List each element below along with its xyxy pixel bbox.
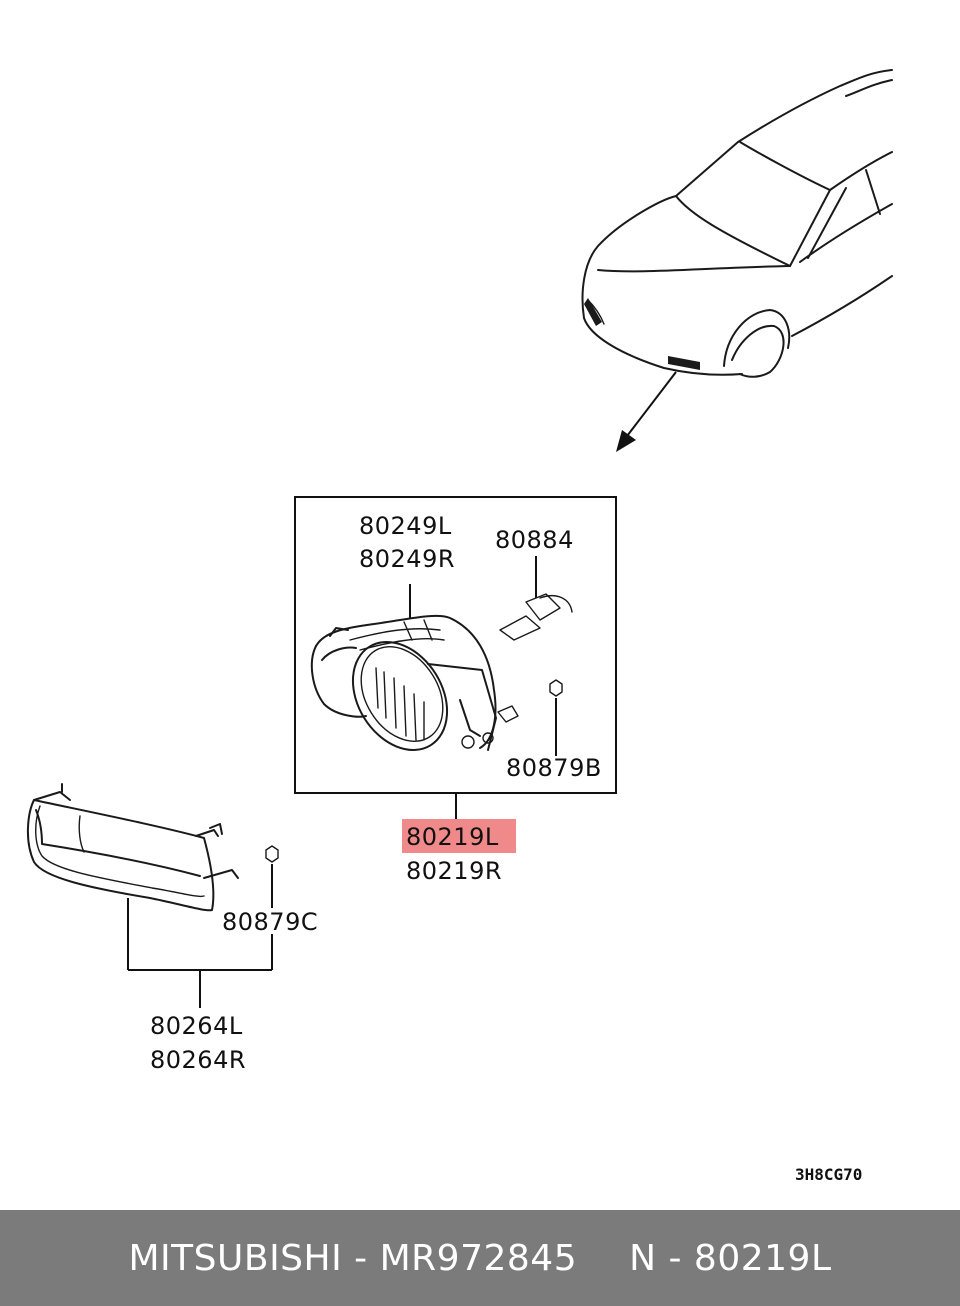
label-80879b: 80879B [506, 754, 602, 782]
footer-brand-part: MITSUBISHI - MR972845 [128, 1237, 578, 1279]
label-80219l[interactable]: 80219L [406, 823, 499, 851]
label-80879c: 80879C [222, 908, 318, 936]
label-80249r: 80249R [359, 545, 455, 573]
label-80219r: 80219R [406, 857, 502, 885]
lamp-assembly-box [294, 496, 617, 794]
label-80264r: 80264R [150, 1046, 246, 1074]
diagram-code: 3H8CG70 [795, 1165, 862, 1184]
nut-b-drawing [549, 679, 563, 756]
footer-bar: MITSUBISHI - MR972845 N - 80219L [0, 1210, 960, 1306]
parts-diagram: 80249L 80249R 80884 80879B 80219L 80219R… [26, 69, 893, 1184]
part-highlight [402, 819, 516, 853]
label-80249l: 80249L [359, 512, 452, 540]
label-80884: 80884 [495, 526, 574, 554]
bezel-drawing [26, 783, 279, 1008]
footer-ref: N - 80219L [629, 1237, 832, 1279]
car-illustration [581, 69, 893, 452]
fog-lamp-drawing [310, 584, 519, 751]
bulb-drawing [499, 556, 573, 641]
label-80264l: 80264L [150, 1012, 243, 1040]
